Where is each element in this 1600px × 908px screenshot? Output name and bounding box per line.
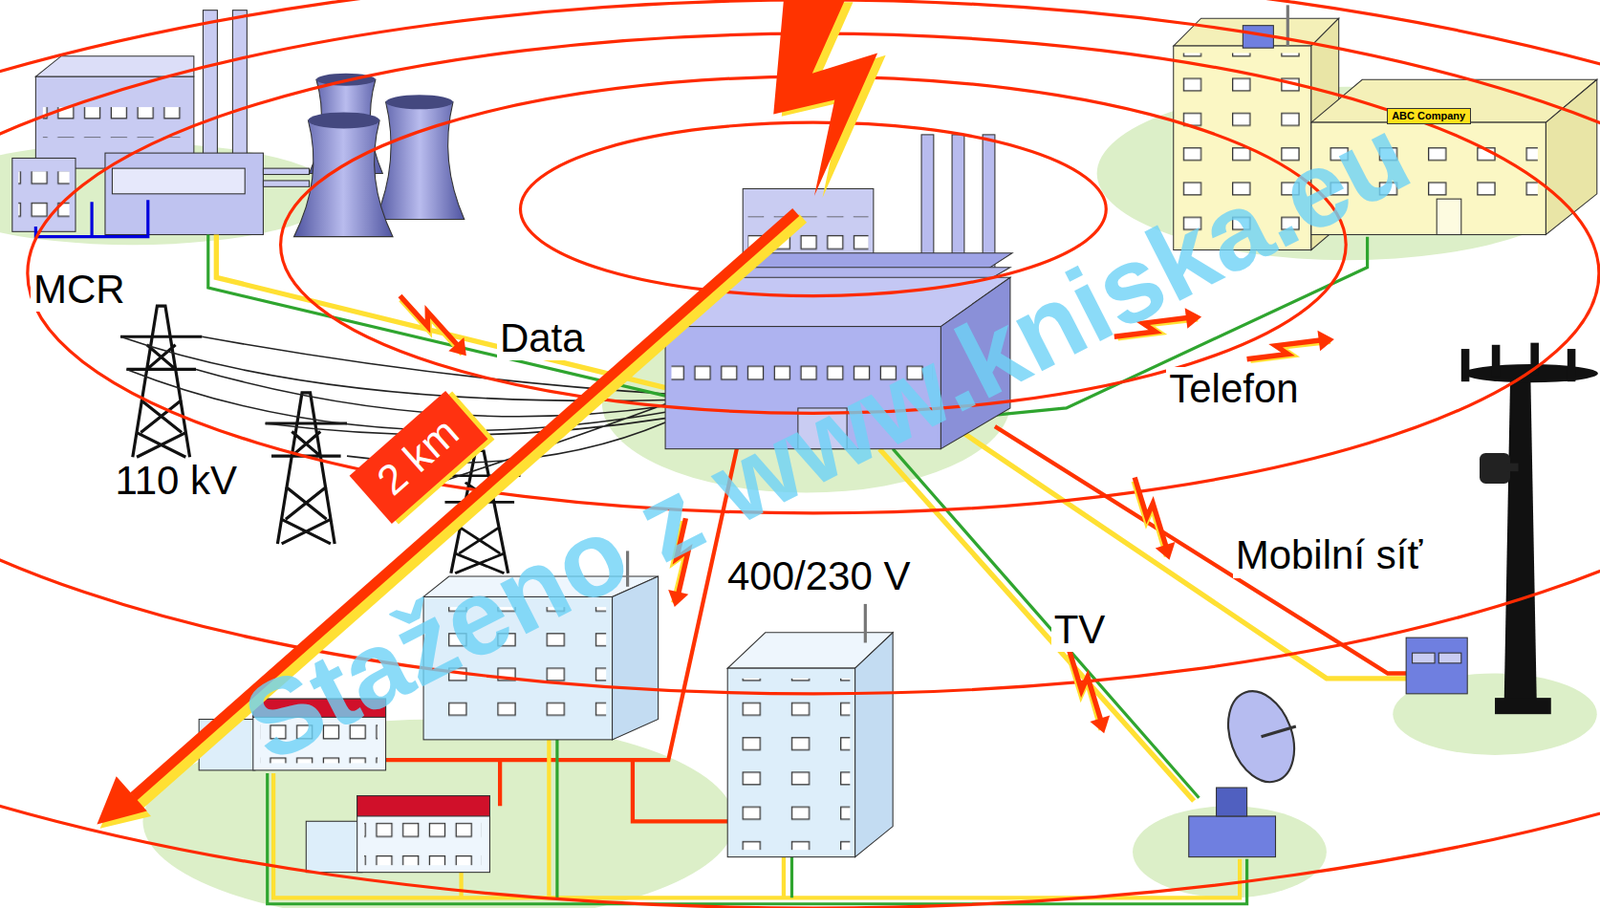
- cable: [267, 449, 737, 761]
- house: [364, 821, 482, 865]
- apartment-block: [423, 596, 613, 739]
- distance-arrow: [96, 776, 147, 824]
- power-line: [120, 305, 666, 574]
- power-plant: [202, 10, 217, 159]
- mobile-tower: [1508, 463, 1519, 473]
- cooling-tower: [375, 102, 465, 220]
- apartment-block: [864, 604, 867, 644]
- node-text: 2 km: [367, 408, 469, 505]
- house: [305, 821, 363, 872]
- lightning-strike: [773, 0, 878, 196]
- distance-arrow: [132, 217, 803, 810]
- office-building: [1173, 4, 1598, 250]
- mobile-tower: [1491, 345, 1501, 378]
- apartment-block: [855, 632, 894, 858]
- mobile-tower: [1479, 453, 1511, 484]
- voltage-label: 400/230 V: [724, 554, 914, 599]
- factory: [940, 277, 1011, 449]
- interference-bolt: [647, 518, 714, 607]
- power-plant: [12, 157, 76, 232]
- satellite-dish: [1216, 682, 1307, 792]
- satellite-dish: [1189, 816, 1276, 858]
- house: [259, 724, 378, 764]
- office-building: [1173, 45, 1312, 250]
- apartment-block: [612, 576, 659, 740]
- office-building: [1311, 18, 1340, 250]
- interference-bolt: [1114, 285, 1202, 368]
- house: [253, 698, 387, 717]
- cable: [940, 237, 1367, 421]
- switch-cabinet: [1405, 637, 1468, 694]
- ground-patch: [0, 142, 337, 245]
- cable-label: TV: [1051, 607, 1109, 652]
- mobile-tower: [1494, 697, 1552, 714]
- satellite-dish: [1189, 682, 1307, 858]
- cooling-tower: [307, 111, 380, 129]
- switch-cabinet: [1412, 652, 1435, 664]
- house: [253, 698, 387, 771]
- power-plant: [262, 180, 309, 187]
- power-plant: [18, 171, 69, 222]
- power-plant: [105, 152, 263, 235]
- apartment-block: [733, 678, 851, 850]
- distance-ring: [0, 0, 1600, 694]
- switch-cabinet: [1438, 652, 1461, 664]
- cable-label: Telefon: [1166, 367, 1301, 411]
- apartment-block: [727, 668, 855, 857]
- power-plant: [43, 107, 186, 138]
- interference-bolt: [1108, 477, 1196, 561]
- apartment-block: [431, 606, 607, 725]
- apartment-block: [626, 550, 629, 586]
- distance-arrow: [127, 212, 796, 802]
- switch-cabinet: [1405, 637, 1468, 694]
- satellite-dish: [1261, 726, 1297, 737]
- cooling-tower: [293, 120, 393, 238]
- control-room-label: MCR: [30, 267, 129, 312]
- office-building: [1436, 198, 1462, 235]
- company-sign: ABC Company: [1386, 108, 1471, 125]
- mobile-tower: [1504, 379, 1537, 704]
- power-plant: [111, 168, 245, 195]
- factory: [670, 362, 932, 393]
- control-wire: [35, 199, 148, 237]
- factory: [798, 408, 847, 450]
- power-plant: [35, 56, 194, 77]
- voltage-label: 110 kV: [111, 458, 240, 503]
- power-plant: [232, 10, 247, 159]
- distance-arrow: [96, 212, 803, 829]
- distance-ring: [281, 76, 1347, 413]
- cooling-tower: [293, 73, 464, 238]
- cable-label: Mobilní síť: [1232, 533, 1426, 578]
- power-plant: [262, 168, 309, 174]
- factory: [665, 326, 941, 450]
- apartment-block: [423, 576, 659, 597]
- office-building: [1318, 128, 1538, 198]
- cable: [879, 449, 1194, 801]
- cable-label: Data: [497, 316, 588, 361]
- house: [357, 796, 491, 873]
- interference-bolt: [389, 296, 476, 357]
- distance-ring: [519, 122, 1106, 296]
- satellite-dish: [1216, 787, 1248, 817]
- ground-patch: [0, 86, 1598, 908]
- cooling-tower: [386, 94, 454, 109]
- power-line: [265, 392, 347, 544]
- cable: [499, 759, 728, 822]
- interference-bolt: [389, 285, 1334, 735]
- mobile-tower: [1461, 348, 1471, 382]
- ground-patch: [142, 719, 735, 908]
- interference-bolt: [1042, 650, 1130, 734]
- house: [357, 796, 491, 817]
- mobile-tower: [1567, 348, 1577, 382]
- cable: [208, 235, 666, 397]
- node-text: ABC Company: [1391, 109, 1467, 123]
- lightning-strike: [773, 0, 886, 198]
- power-plant: [12, 10, 310, 236]
- office-building: [1311, 122, 1547, 235]
